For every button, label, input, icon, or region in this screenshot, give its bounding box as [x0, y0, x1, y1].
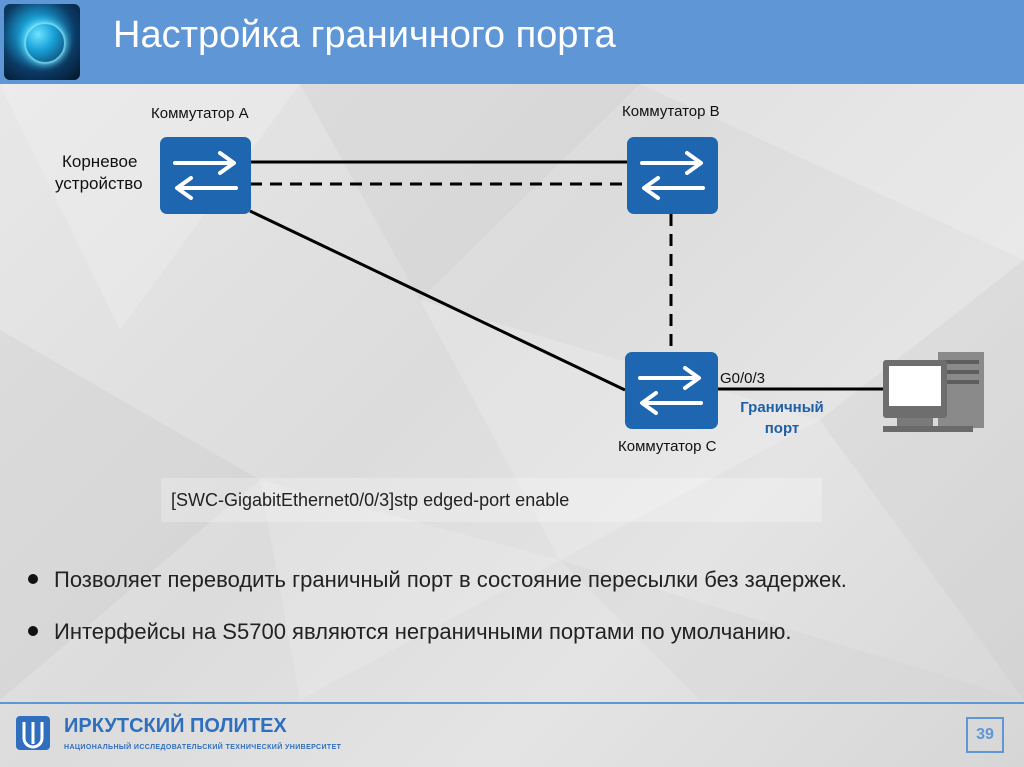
command-box: [SWC-GigabitEthernet0/0/3]stp edged-port…	[161, 478, 822, 522]
network-diagram	[160, 137, 984, 432]
edge-port-label-line1: Граничный	[740, 399, 824, 416]
bullet-text-1: Позволяет переводить граничный порт в со…	[54, 567, 847, 592]
edge-port-label-line2: порт	[764, 420, 800, 437]
bullet-dot-icon	[28, 574, 38, 584]
switch-c-icon	[625, 352, 718, 429]
globe-logo-icon	[4, 4, 80, 80]
switch-a-label: Коммутатор А	[151, 105, 249, 122]
header-bar: Настройка граничного порта	[0, 0, 1024, 84]
footer-subtitle: НАЦИОНАЛЬНЫЙ ИССЛЕДОВАТЕЛЬСКИЙ ТЕХНИЧЕСК…	[64, 744, 342, 751]
bullet-dot-icon	[28, 626, 38, 636]
switch-b-icon	[627, 137, 718, 214]
page-title: Настройка граничного порта	[113, 14, 616, 56]
port-name-label: G0/0/3	[720, 370, 766, 387]
university-logo-icon	[16, 716, 50, 750]
pc-icon	[883, 352, 984, 432]
switch-c-label: Коммутатор C	[618, 438, 717, 455]
root-device-label-line2: устройство	[55, 174, 143, 193]
link-a-c-solid	[249, 209, 626, 392]
bullet-item-1: Позволяет переводить граничный порт в со…	[28, 567, 847, 593]
switch-b-label: Коммутатор B	[622, 103, 720, 120]
bullet-text-2: Интерфейсы на S5700 являются неграничным…	[54, 619, 792, 644]
bullet-item-2: Интерфейсы на S5700 являются неграничным…	[28, 619, 792, 645]
footer-brand: ИРКУТСКИЙ ПОЛИТЕХ	[64, 715, 287, 737]
footer-divider	[0, 702, 1024, 704]
page-number: 39	[966, 717, 1004, 753]
switch-a-icon	[160, 137, 251, 214]
edge-port-label: Граничный порт	[730, 397, 834, 439]
root-device-label-line1: Корневое	[62, 152, 138, 171]
command-text: [SWC-GigabitEthernet0/0/3]stp edged-port…	[171, 490, 570, 510]
university-emblem-icon	[22, 722, 44, 749]
